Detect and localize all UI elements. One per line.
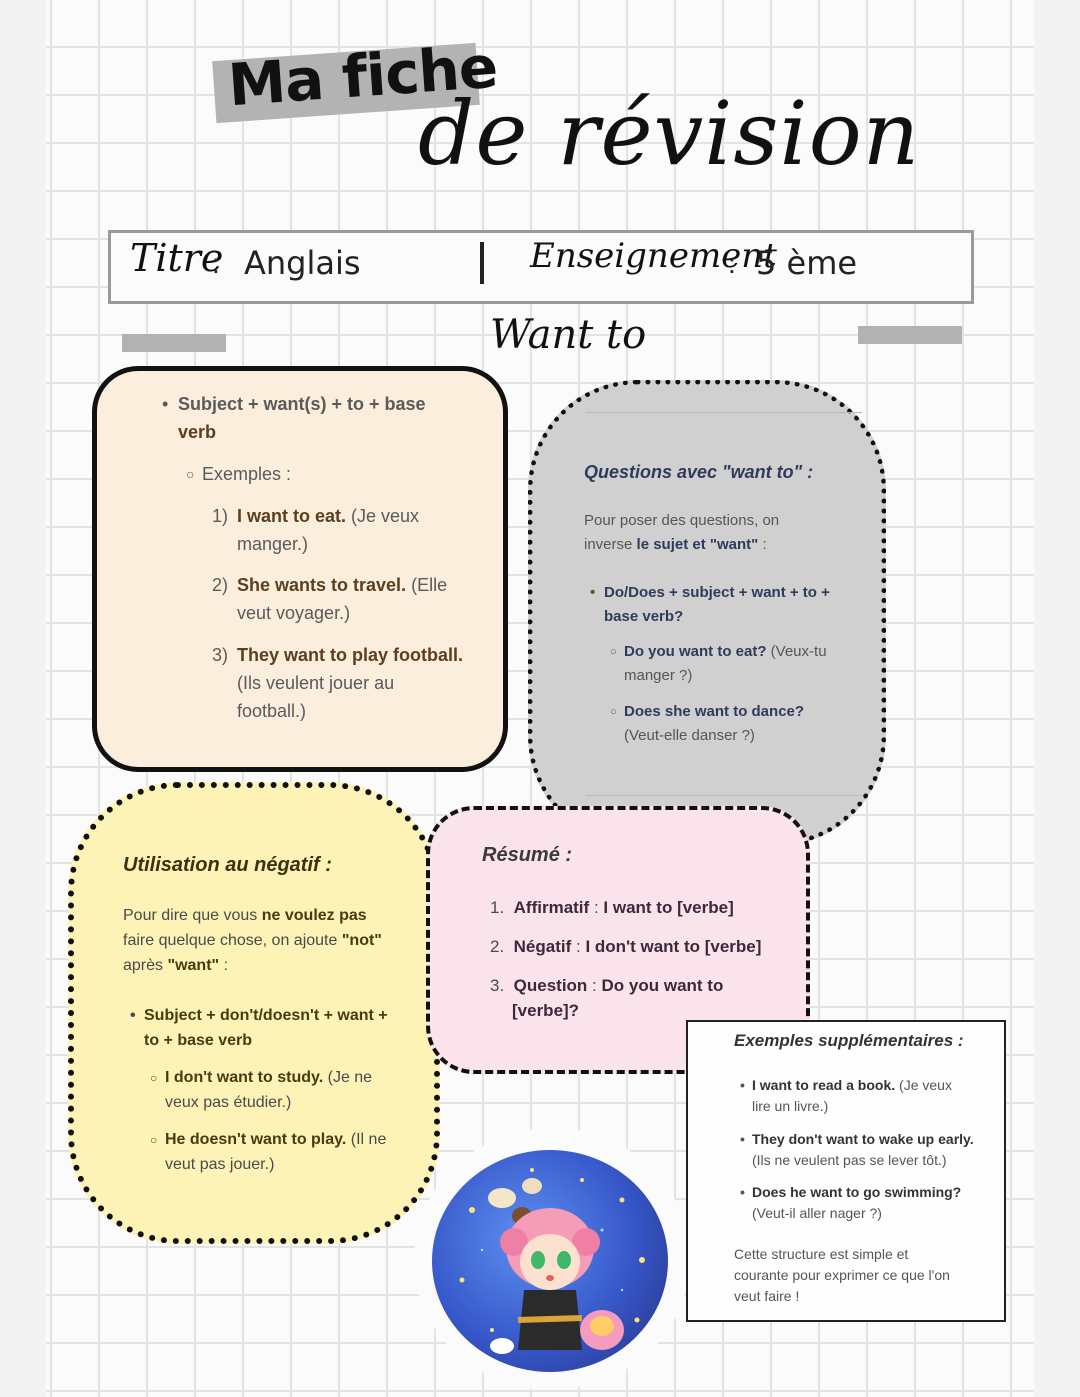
more-1-bullet: • (740, 1077, 745, 1093)
enseignement-value: 5 ème (756, 244, 858, 282)
negative-intro-1: Pour dire que vous ne voulez pas (123, 907, 367, 924)
left-grey-bar (122, 334, 226, 352)
summary-item-3-cont: [verbe]? (512, 1001, 580, 1020)
header-separator (480, 242, 484, 284)
more-example-1-cont: lire un livre.) (752, 1098, 829, 1114)
structure-box (92, 366, 508, 772)
q-example-2-cont: (Veut-elle danser ?) (624, 727, 755, 744)
more-example-3-cont: (Veut-il aller nager ?) (752, 1205, 882, 1221)
q-example-1-bullet: ○ (610, 646, 617, 658)
q-example-2: Does she want to dance? (624, 703, 805, 720)
titre-value: Anglais (244, 244, 361, 282)
more-example-1: I want to read a book. (Je veux (752, 1077, 952, 1093)
examples-label: Exemples : (202, 464, 292, 484)
anime-girl-illustration (432, 1150, 668, 1372)
more-outro-2: courante pour exprimer ce que l'on (734, 1267, 950, 1283)
structure-rule-line-2: verb (178, 422, 217, 442)
structure-rule-line-1: Subject + want(s) + to + base (178, 394, 426, 414)
illustration-drawing (459, 1168, 645, 1354)
n-example-2-cont: veut pas jouer.) (165, 1156, 275, 1173)
titre-label: Titre (130, 236, 224, 280)
structure-bullet: • (162, 394, 169, 414)
q-example-1-cont: manger ?) (624, 667, 693, 684)
example-3: They want to play football. (237, 645, 464, 665)
titre-colon: : (212, 248, 220, 279)
n-example-2: He doesn't want to play. (Il ne (165, 1131, 387, 1148)
more-heading: Exemples supplémentaires : (734, 1031, 964, 1050)
questions-rule-2: base verb? (604, 608, 684, 625)
more-example-2-cont: (Ils ne veulent pas se lever tôt.) (752, 1152, 947, 1168)
questions-rule-1: Do/Does + subject + want + to + (604, 584, 830, 601)
right-grey-bar (858, 326, 962, 344)
section-subtitle: Want to (490, 312, 647, 358)
example-2-num: 2) (212, 575, 229, 595)
example-1-cont: manger.) (237, 534, 309, 554)
more-2-bullet: • (740, 1131, 745, 1147)
questions-intro-1: Pour poser des questions, on (584, 512, 780, 529)
n-example-1: I don't want to study. (Je ne (165, 1069, 373, 1086)
more-outro-3: veut faire ! (734, 1288, 800, 1304)
more-example-2: They don't want to wake up early. (752, 1131, 974, 1147)
questions-bullet: • (590, 584, 596, 601)
more-examples-box (686, 1020, 1006, 1322)
q-example-1: Do you want to eat? (Veux-tu (624, 643, 827, 660)
examples-bullet: ○ (186, 466, 195, 482)
negative-bullet: • (130, 1007, 136, 1024)
example-1-num: 1) (212, 506, 229, 526)
questions-top-rule (586, 412, 862, 413)
summary-heading: Résumé : (482, 844, 573, 866)
n-example-1-cont: veux pas étudier.) (165, 1094, 292, 1111)
n-example-1-bullet: ○ (150, 1071, 158, 1085)
example-3-fr-b: football.) (237, 701, 307, 721)
n-example-2-bullet: ○ (150, 1133, 158, 1147)
negative-heading: Utilisation au négatif : (123, 854, 332, 876)
questions-bottom-rule (586, 795, 862, 796)
negative-rule-1: Subject + don't/doesn't + want + (144, 1007, 388, 1024)
enseignement-colon: : (728, 248, 736, 279)
example-2-cont: veut voyager.) (237, 603, 351, 623)
header-box (108, 230, 974, 304)
title-line-2: de révision (418, 82, 921, 185)
questions-heading: Questions avec "want to" : (584, 462, 814, 482)
negative-intro-2: faire quelque chose, on ajoute "not" (123, 932, 382, 949)
summary-item-3: 3. Question : Do you want to (490, 976, 724, 995)
q-example-2-bullet: ○ (610, 706, 617, 718)
example-1: I want to eat. (Je veux (237, 506, 420, 526)
example-3-num: 3) (212, 645, 229, 665)
summary-item-1: 1. Affirmatif : I want to [verbe] (490, 898, 734, 917)
more-example-3: Does he want to go swimming? (752, 1184, 962, 1200)
negative-intro-3: après "want" : (123, 957, 229, 974)
example-2: She wants to travel. (Elle (237, 575, 448, 595)
more-3-bullet: • (740, 1184, 745, 1200)
summary-item-2: 2. Négatif : I don't want to [verbe] (490, 937, 762, 956)
enseignement-label: Enseignement (530, 236, 777, 276)
negative-rule-2: to + base verb (144, 1032, 253, 1049)
example-3-fr-a: (Ils veulent jouer au (237, 673, 395, 693)
questions-intro-2: inverse le sujet et "want" : (584, 536, 767, 553)
more-outro-1: Cette structure est simple et (734, 1246, 909, 1262)
questions-box (528, 380, 886, 846)
